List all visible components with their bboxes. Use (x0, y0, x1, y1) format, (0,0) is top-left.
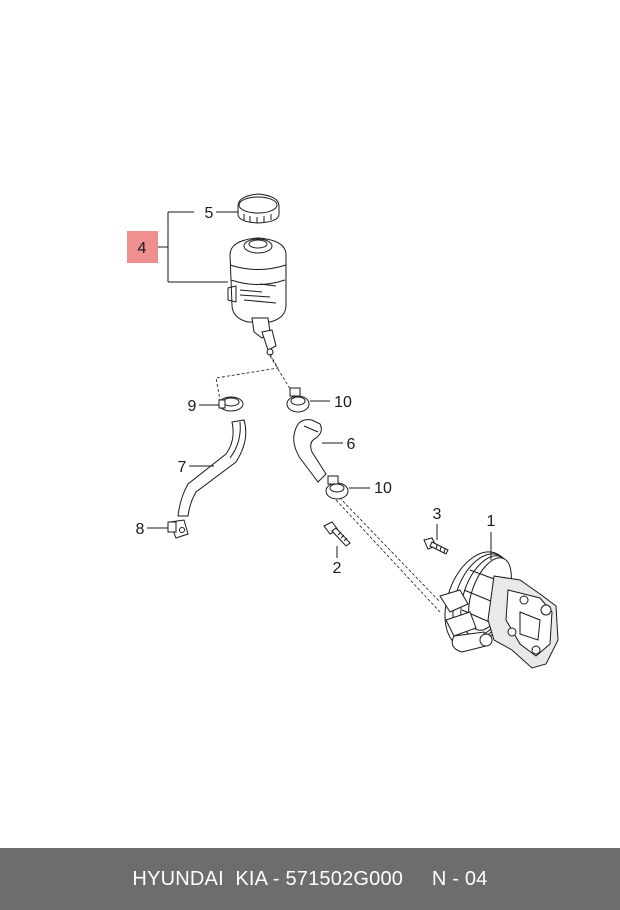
callout-7-label: 7 (178, 459, 187, 476)
route-line-pump-a (335, 493, 441, 603)
callout-3-label: 3 (433, 506, 442, 523)
route-line-return (215, 353, 279, 401)
footer-part-number: HYUNDAI KIA - 571502G000 N - 04 (132, 867, 488, 890)
clamp-9 (218, 396, 244, 412)
bolt-2 (323, 521, 351, 547)
power-steering-pump (439, 551, 559, 669)
clamp-8 (167, 519, 189, 539)
footer-bar: HYUNDAI KIA - 571502G000 N - 04 (0, 848, 620, 910)
bolt-3 (423, 537, 449, 555)
callout-4-group: 4 (127, 211, 228, 283)
callout-4-highlight (127, 231, 158, 263)
reservoir-body (227, 237, 287, 356)
route-line-pump-b (335, 499, 441, 613)
callout-10-upper-label: 10 (334, 394, 352, 411)
callout-2-label: 2 (333, 560, 342, 577)
callout-1-label: 1 (487, 513, 496, 530)
callout-10-lower-label: 10 (374, 480, 392, 497)
callout-4-bracket (158, 211, 228, 283)
hose-6 (293, 419, 327, 483)
callout-9-label: 9 (188, 398, 197, 415)
callout-6-label: 6 (347, 436, 356, 453)
callout-8-label: 8 (136, 521, 145, 538)
reservoir-cap (237, 193, 280, 224)
clamp-10-upper (286, 387, 310, 413)
callout-4-label: 4 (138, 240, 147, 257)
route-line-feed (269, 355, 293, 393)
clamp-10-lower (325, 475, 349, 500)
hose-7 (177, 419, 247, 517)
power-steering-diagram: 4 5 (127, 193, 559, 669)
callout-5-label: 5 (205, 205, 214, 222)
